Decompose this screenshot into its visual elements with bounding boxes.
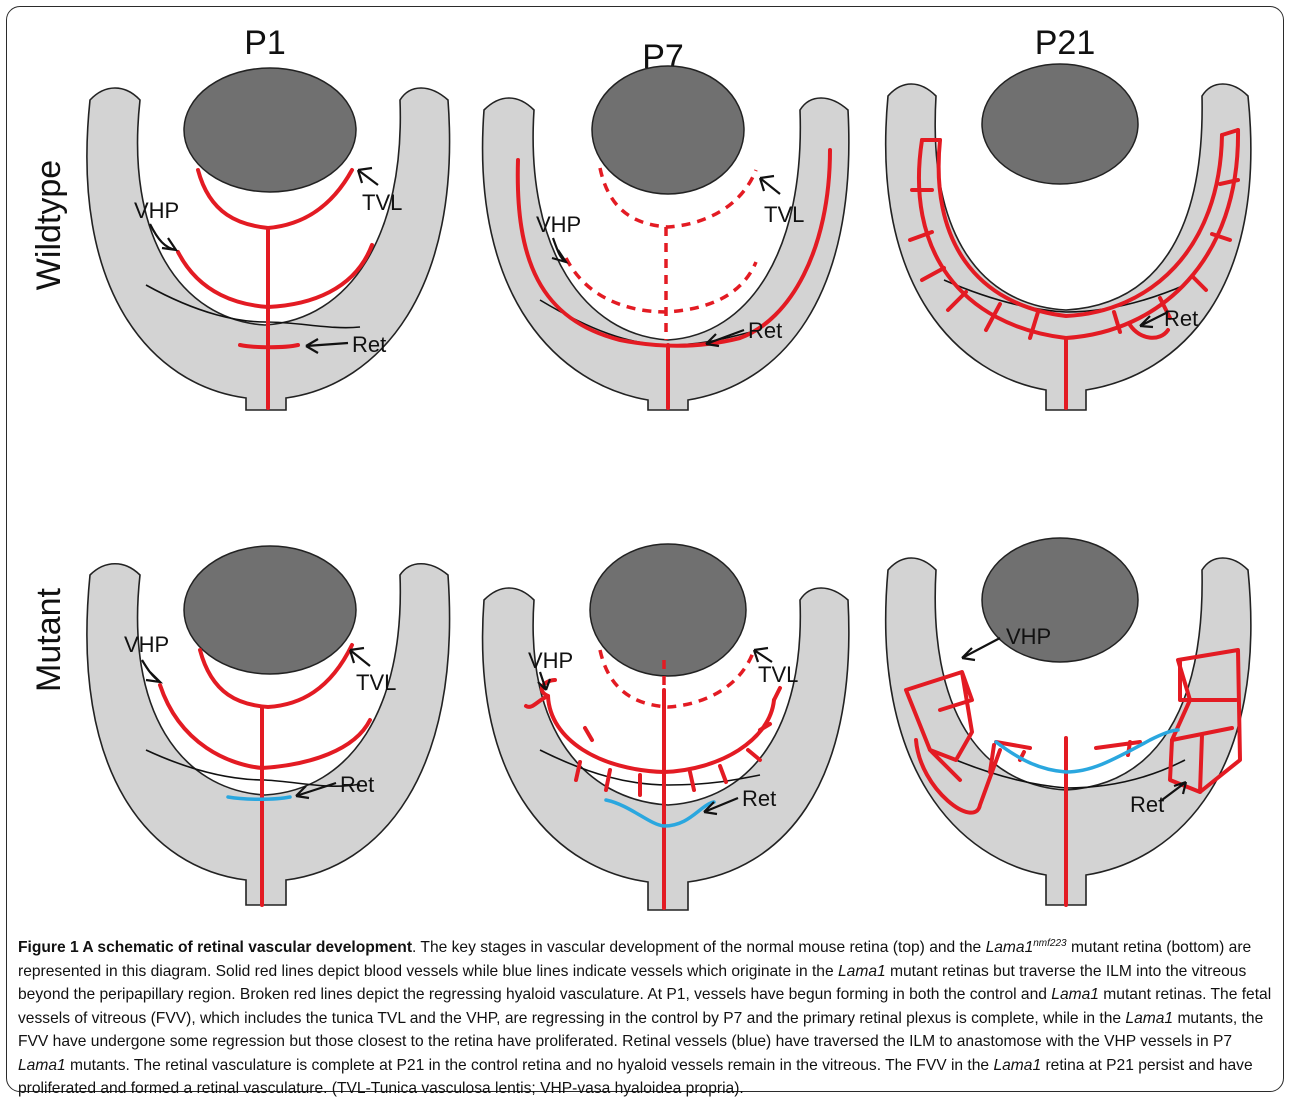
regressing-vhp: [566, 258, 756, 312]
label-ret: Ret: [748, 318, 782, 343]
label-vhp: VHP: [124, 632, 169, 657]
label-ret: Ret: [352, 332, 386, 357]
panel-mutant-p21: VHP Ret: [886, 538, 1251, 905]
label-vhp: VHP: [134, 198, 179, 223]
figure-caption: Figure 1 A schematic of retinal vascular…: [18, 936, 1272, 1101]
label-ret: Ret: [1130, 792, 1164, 817]
caption-title: Figure 1 A schematic of retinal vascular…: [18, 939, 412, 956]
panel-wildtype-p7: VHP TVL Ret: [483, 66, 849, 410]
arrow-tvl: [350, 648, 370, 666]
label-tvl: TVL: [356, 670, 396, 695]
label-tvl: TVL: [764, 202, 804, 227]
label-vhp: VHP: [1006, 624, 1051, 649]
gene-name: Lama1: [18, 1057, 66, 1074]
row-label-wildtype: Wildtype: [30, 160, 68, 290]
retinal-vessel: [240, 345, 298, 347]
label-tvl: TVL: [362, 190, 402, 215]
panel-wildtype-p21: Ret: [886, 64, 1251, 410]
gene-name: Lama1: [1125, 1010, 1173, 1027]
label-tvl: TVL: [758, 662, 798, 687]
lens: [184, 68, 356, 192]
arrow-tvl: [754, 648, 772, 662]
gene-name: Lama1: [1051, 986, 1099, 1003]
lens: [590, 544, 746, 676]
gene-name: Lama1: [986, 939, 1034, 956]
panel-mutant-p7: VHP TVL Ret: [483, 544, 849, 910]
caption-text: . The key stages in vascular development…: [412, 939, 986, 956]
caption-text: mutants. The retinal vasculature is comp…: [66, 1057, 994, 1074]
arrow-tvl: [358, 168, 378, 185]
gene-name: Lama1: [838, 963, 886, 980]
allele-superscript: nmf223: [1033, 938, 1066, 949]
proliferating-vhp: [548, 696, 774, 772]
row-label-mutant: Mutant: [30, 587, 68, 691]
label-vhp: VHP: [536, 212, 581, 237]
panel-wildtype-p1: VHP TVL Ret: [87, 68, 450, 410]
lens: [184, 546, 356, 674]
lens: [592, 66, 744, 194]
arrow-tvl: [760, 176, 780, 194]
label-vhp: VHP: [528, 648, 573, 673]
column-label-p1: P1: [244, 24, 286, 62]
label-ret: Ret: [742, 786, 776, 811]
arrow-vhp: [962, 638, 1000, 660]
gene-name: Lama1: [993, 1057, 1041, 1074]
panel-mutant-p1: VHP TVL Ret: [87, 546, 450, 905]
retinal-vascular-schematic: P1 P7 P21 Wildtype Mutant VHP TVL Ret VH…: [0, 0, 1290, 930]
label-ret: Ret: [340, 772, 374, 797]
label-ret: Ret: [1164, 306, 1198, 331]
lens: [982, 64, 1138, 184]
vhp-vessel: [160, 685, 370, 768]
column-label-p21: P21: [1035, 24, 1096, 62]
arrow-vhp: [142, 660, 160, 682]
